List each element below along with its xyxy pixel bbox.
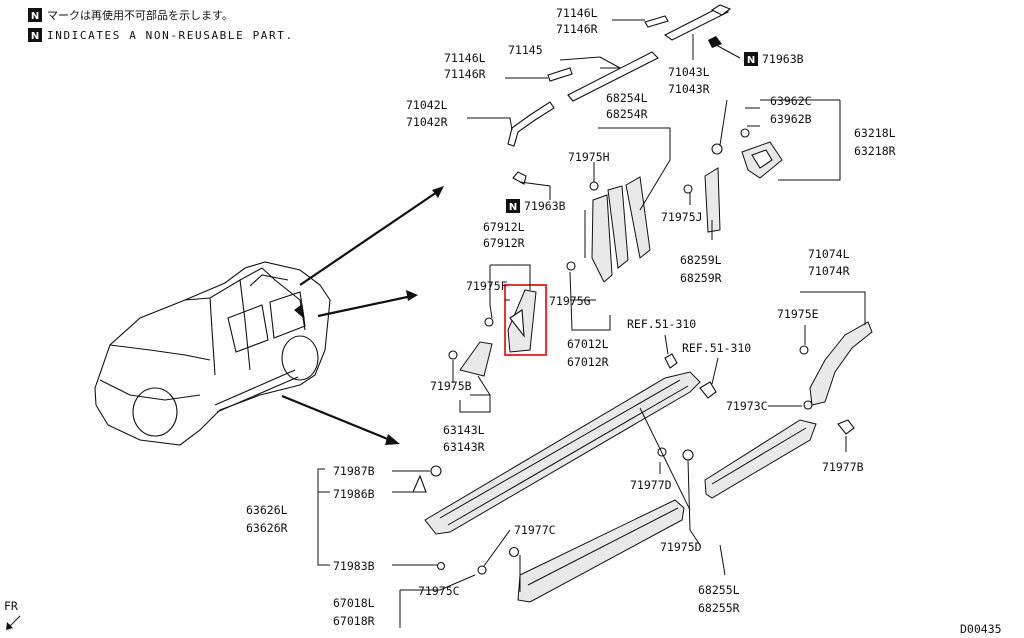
- vehicle-outline: [94, 261, 331, 446]
- n-mark-text: N: [31, 11, 39, 22]
- part-label: 71987B: [333, 464, 375, 478]
- part-label: 71146R: [556, 22, 598, 36]
- callout-arrows: [281, 186, 444, 445]
- fr-label: FR: [4, 599, 18, 613]
- part-label: 68259L: [680, 253, 722, 267]
- part-label: 63626R: [246, 521, 288, 535]
- part-label: 67912L: [483, 220, 525, 234]
- part-label: 68255R: [698, 601, 740, 615]
- part-label: 67018R: [333, 614, 375, 628]
- part-label: 63962C: [770, 94, 812, 108]
- part-label: 71975E: [777, 307, 819, 321]
- wheel-arch-molding: [799, 321, 873, 435]
- door-garnish: [448, 284, 547, 377]
- part-label: 71975H: [568, 150, 610, 164]
- part-label: 71145: [508, 43, 543, 57]
- part-labels: 71146L 71146R 71145 71146L 71146R 71043L…: [246, 6, 896, 628]
- part-label: 68254R: [606, 107, 648, 121]
- front-indicator: FR: [4, 599, 21, 630]
- part-label: 71975B: [430, 379, 472, 393]
- ref-label: REF.51-310: [627, 317, 696, 331]
- part-label: 63626L: [246, 503, 288, 517]
- part-label: 71043L: [668, 65, 710, 79]
- part-label: 63218R: [854, 144, 896, 158]
- part-label: 63143R: [443, 440, 485, 454]
- part-label: 71975C: [418, 584, 460, 598]
- non-reusable-mark-icon: [28, 28, 42, 42]
- part-label: 67912R: [483, 236, 525, 250]
- part-label: 67018L: [333, 596, 375, 610]
- part-label: 71975J: [661, 210, 703, 224]
- highlight-box: [504, 284, 547, 356]
- non-reusable-mark-icon: [744, 52, 758, 66]
- non-reusable-mark-icon: [506, 199, 520, 213]
- part-label: 68254L: [606, 91, 648, 105]
- ref-label: REF.51-310: [682, 341, 751, 355]
- svg-text:N: N: [747, 55, 755, 66]
- part-label: 71146L: [556, 6, 598, 20]
- part-label: 71975F: [466, 279, 508, 293]
- pillar-garnishes: [566, 128, 783, 283]
- part-label: 71146L: [444, 51, 486, 65]
- part-label: 71973C: [726, 399, 768, 413]
- n-mark-text: N: [31, 31, 39, 42]
- part-label: 71042R: [406, 115, 448, 129]
- part-label: 71977C: [514, 523, 556, 537]
- part-label: 71977B: [822, 460, 864, 474]
- note-english: INDICATES A NON-REUSABLE PART.: [47, 29, 294, 42]
- part-label: 71043R: [668, 82, 710, 96]
- part-label: 71074L: [808, 247, 850, 261]
- part-label: 63143L: [443, 423, 485, 437]
- part-label: 71146R: [444, 67, 486, 81]
- svg-text:N: N: [509, 202, 517, 213]
- part-label: 67012R: [567, 355, 609, 369]
- part-label: 68259R: [680, 271, 722, 285]
- header-notes: N マークは再使用不可部品を示します。 N INDICATES A NON-RE…: [28, 8, 294, 42]
- part-label: 71977D: [630, 478, 672, 492]
- n-marks: N N: [506, 52, 758, 213]
- part-label: 71975D: [660, 540, 702, 554]
- part-label: 63218L: [854, 126, 896, 140]
- part-label: 67012L: [567, 337, 609, 351]
- side-sill-moldings: [424, 353, 817, 603]
- fr-arrow-head-icon: [6, 622, 13, 630]
- part-label: 71963B: [762, 52, 804, 66]
- part-label: 63962B: [770, 112, 812, 126]
- part-label: 71975G: [549, 294, 591, 308]
- part-label: 68255L: [698, 583, 740, 597]
- diagram-code: D00435: [960, 622, 1002, 636]
- roof-moldings: [507, 4, 732, 185]
- part-label: 71963B: [524, 199, 566, 213]
- non-reusable-mark-icon: [28, 8, 42, 22]
- part-label: 71986B: [333, 487, 375, 501]
- part-label: 71074R: [808, 264, 850, 278]
- part-label: 71042L: [406, 98, 448, 112]
- part-label: 71983B: [333, 559, 375, 573]
- note-japanese: マークは再使用不可部品を示します。: [47, 8, 233, 22]
- leader-lines: [317, 19, 866, 628]
